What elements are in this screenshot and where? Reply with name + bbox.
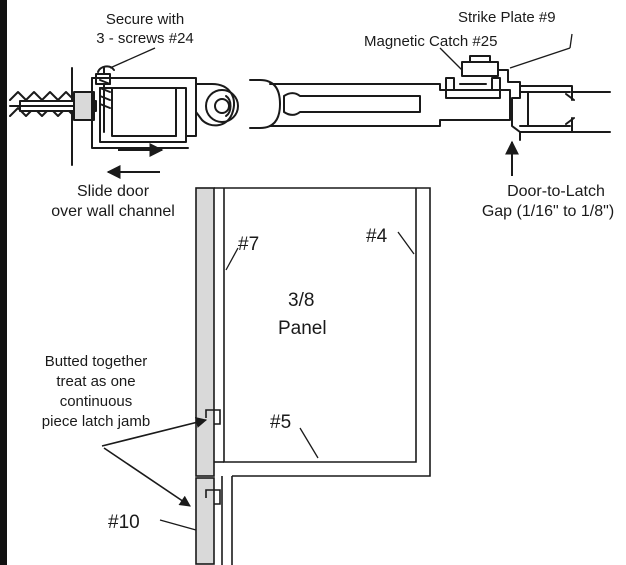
part-5-label: #5 xyxy=(270,412,291,433)
gap-label-line2: Gap (1/16" to 1/8") xyxy=(482,203,614,220)
latch-jamb-upper xyxy=(195,187,215,477)
top-detail-drawing xyxy=(9,55,611,166)
door-channel xyxy=(195,83,235,127)
wall-channel xyxy=(91,77,197,143)
latch-jamb-lower xyxy=(195,477,215,565)
butted-label-line4: piece latch jamb xyxy=(42,413,150,430)
slide-label-line2: over wall channel xyxy=(51,203,175,220)
door-glass xyxy=(249,79,281,129)
top-leaders xyxy=(109,33,573,71)
butted-label-line2: treat as one xyxy=(56,373,135,390)
secure-label-line2: 3 - screws #24 xyxy=(96,30,194,47)
door-frame xyxy=(214,187,431,477)
butted-label-line1: Butted together xyxy=(45,353,148,370)
bottom-detail-drawing xyxy=(195,187,431,565)
butted-label-line3: continuous xyxy=(60,393,133,410)
part-4-label: #4 xyxy=(366,226,388,247)
screw-icon xyxy=(9,65,115,133)
slide-arrows xyxy=(106,143,164,179)
bottom-leaders xyxy=(159,231,415,531)
secure-label-line1: Secure with xyxy=(106,11,184,28)
panel-label-line1: 3/8 xyxy=(288,290,314,311)
part-7-label: #7 xyxy=(238,234,259,255)
magnetic-catch-icon xyxy=(445,55,501,99)
part-10-label: #10 xyxy=(108,512,140,533)
magnetic-catch-label: Magnetic Catch #25 xyxy=(364,33,497,50)
pivot-circle xyxy=(205,89,239,123)
strike-plate xyxy=(497,69,521,141)
left-border-bar xyxy=(0,0,7,565)
strike-plate-label: Strike Plate #9 xyxy=(458,9,556,26)
panel-label-line2: Panel xyxy=(278,318,327,339)
butted-arrows xyxy=(101,417,208,507)
gap-label-line1: Door-to-Latch xyxy=(507,183,605,200)
slide-label-line1: Slide door xyxy=(77,183,150,200)
